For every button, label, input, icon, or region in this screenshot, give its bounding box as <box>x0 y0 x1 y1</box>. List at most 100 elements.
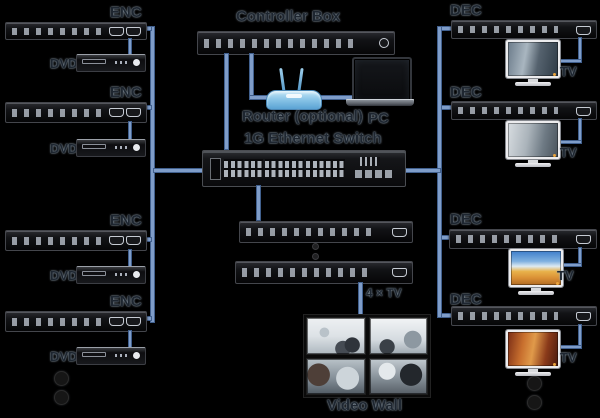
tv-screen <box>506 40 560 78</box>
tv1-image <box>506 40 560 86</box>
dec3-tv-line-h <box>561 263 582 267</box>
controller-to-switch-line <box>224 53 229 150</box>
controller-to-router-line <box>249 53 254 97</box>
tv2-image <box>506 121 560 167</box>
enc4-dvd-line <box>128 330 132 348</box>
decoder3-device-image <box>449 229 597 249</box>
tv-base <box>515 82 551 86</box>
router-device-image <box>266 90 322 110</box>
dec1-label: DEC <box>450 2 482 19</box>
rj45-port-block <box>306 159 345 177</box>
ports-strip <box>458 312 558 320</box>
hdmi-port-icon <box>392 267 407 277</box>
router-antenna <box>297 67 304 93</box>
ports-strip <box>12 236 108 245</box>
rj45-port-block <box>265 159 304 177</box>
dec3-label: DEC <box>450 211 482 228</box>
ports-strip <box>12 317 108 326</box>
hdmi-port-icon <box>576 106 591 116</box>
enc1-dvd-line <box>128 38 132 55</box>
tv-neck <box>528 159 538 163</box>
hdmi-port-icon <box>392 227 407 237</box>
switch-to-right-trunk-line <box>404 168 441 173</box>
dec2-label: DEC <box>450 84 482 101</box>
video-wall-tile <box>306 357 366 395</box>
ports-strip <box>12 27 108 35</box>
ports-strip <box>12 108 108 117</box>
hdmi-port-icon <box>109 108 124 118</box>
hdmi-port-icon <box>126 108 141 118</box>
enc1-label: ENC <box>110 4 142 21</box>
left-trunk-line <box>150 26 155 323</box>
power-led-icon <box>553 363 556 366</box>
video-wall-tile <box>306 317 366 355</box>
dvd-player3-image <box>76 266 146 284</box>
left-trunk-to-switch-line <box>153 168 205 173</box>
ports-strip <box>458 26 558 34</box>
tv-neck <box>531 287 541 291</box>
dvd3-label: DVD <box>50 268 78 283</box>
rj45-port-block <box>224 159 263 177</box>
encoder2-device-image <box>5 102 147 123</box>
disc-tray <box>82 271 106 276</box>
more-decoders-ellipsis-dot <box>527 376 542 391</box>
decoder4-device-image <box>451 306 597 326</box>
wall-decoder1-device-image <box>239 221 413 243</box>
disc-tray <box>82 352 106 357</box>
disc-tray <box>82 59 106 64</box>
encoder1-device-image <box>5 22 147 40</box>
dvd-knob <box>133 352 140 359</box>
dvd-leds <box>115 273 129 276</box>
hdmi-port-icon <box>109 317 124 327</box>
switch-to-wall-decoder-line <box>256 185 261 221</box>
hdmi-port-icon <box>109 27 124 37</box>
more-encoders-ellipsis-dot <box>54 390 69 405</box>
controller-box-label: Controller Box <box>236 8 341 25</box>
ethernet-switch-label: 1G Ethernet Switch <box>244 130 382 147</box>
tv-neck <box>528 78 538 82</box>
dvd-knob <box>133 271 140 278</box>
dvd-player1-image <box>76 54 146 72</box>
dvd-player2-image <box>76 139 146 157</box>
dvd1-label: DVD <box>50 56 78 71</box>
switch-slot <box>210 158 221 180</box>
dvd-player4-image <box>76 347 146 365</box>
ports-strip <box>242 268 374 278</box>
tv2-label: TV <box>560 145 577 160</box>
hdmi-port-icon <box>126 236 141 246</box>
more-decoders-ellipsis-dot <box>527 395 542 410</box>
tv-screen <box>509 249 563 287</box>
ports-strip <box>458 107 558 115</box>
tv3-label: TV <box>557 268 574 283</box>
power-led-icon <box>553 73 556 76</box>
tv-base <box>518 291 554 295</box>
enc2-dvd-line <box>128 121 132 140</box>
enc3-dvd-line <box>128 249 132 267</box>
dec4-label: DEC <box>450 291 482 308</box>
hdmi-port-icon <box>109 236 124 246</box>
tv4-label: TV <box>560 350 577 365</box>
dvd-knob <box>133 144 140 151</box>
video-wall-image <box>303 314 431 398</box>
more-wall-decoders-ellipsis-dot <box>312 253 319 260</box>
ports-strip <box>204 38 356 48</box>
dvd-leds <box>115 354 129 357</box>
hdmi-port-icon <box>576 25 591 35</box>
ethernet-switch-device-image <box>202 150 406 187</box>
video-wall-label: Video Wall <box>327 397 403 414</box>
ports-strip <box>456 235 558 243</box>
tv-neck <box>528 368 538 372</box>
dvd-leds <box>115 61 129 64</box>
dvd-leds <box>115 146 129 149</box>
disc-tray <box>82 144 106 149</box>
hdmi-port-icon <box>576 235 591 245</box>
router-label: Router (optional) <box>242 108 363 125</box>
encoder3-device-image <box>5 230 147 251</box>
enc2-label: ENC <box>110 84 142 101</box>
hdmi-port-icon <box>126 317 141 327</box>
four-tv-label: 4 × TV <box>366 286 402 300</box>
dec2-tv-line-h <box>558 140 582 144</box>
controller-box-device-image <box>197 31 395 55</box>
tv-base <box>515 372 551 376</box>
